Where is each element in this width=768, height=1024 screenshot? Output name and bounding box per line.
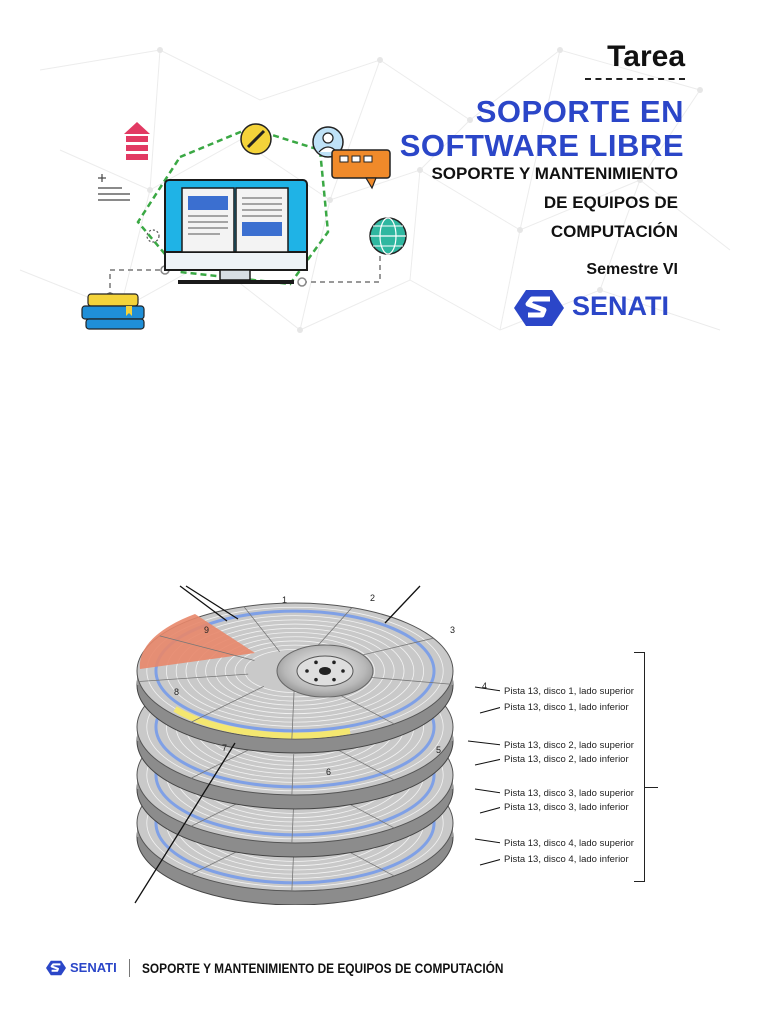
senati-logo-icon [46,960,66,976]
sector-number: 6 [326,767,331,777]
sector-number: 1 [282,595,287,605]
track-label: Pista 13, disco 2, lado superior [504,740,634,751]
bracket-tick [644,787,658,788]
track-label: Pista 13, disco 3, lado inferior [504,802,629,813]
globe-icon [369,217,407,255]
subtitle-line2: DE EQUIPOS DE [543,193,678,212]
track-label: Pista 13, disco 1, lado superior [504,686,634,697]
pencil-icon [240,123,272,155]
label-leader-line [474,788,500,794]
sector-pointer-line [185,585,239,620]
semester-label: Semestre VI [586,261,678,278]
track-label: Pista 13, disco 1, lado inferior [504,702,629,713]
subtitle-line1: SOPORTE Y MANTENIMIENTO [431,164,678,183]
subtitle-line3: COMPUTACIÓN [550,222,678,241]
upload-arrow-icon [124,122,150,160]
label-leader-line [479,707,500,714]
track-pointer-line [384,585,421,624]
tarea-label: Tarea [607,40,685,73]
track-label: Pista 13, disco 4, lado superior [504,838,634,849]
sector-pointer-line [179,585,228,622]
label-leader-line [474,686,500,692]
page-footer: SENATI SOPORTE Y MANTENIMIENTO DE EQUIPO… [46,957,746,981]
title-line2: SOFTWARE LIBRE [399,128,684,163]
disk-stack-diagram: 1 2 3 4 5 6 7 8 9 [134,585,500,905]
senati-logo-icon [514,290,564,326]
books-stack-icon [81,293,145,330]
sector-highlight [139,614,255,669]
sector-number: 8 [174,687,179,697]
track-label: Pista 13, disco 3, lado superior [504,788,634,799]
label-leader-line [467,740,500,746]
label-leader-line [479,807,500,814]
platter: 1 2 3 4 5 6 7 8 9 [136,593,487,777]
sector-number: 4 [482,681,487,691]
book-icon [181,187,289,253]
cluster-highlight [173,706,351,739]
footer-text: SOPORTE Y MANTENIMIENTO DE EQUIPOS DE CO… [142,961,504,976]
labels-bracket [634,652,645,882]
illustration [81,122,407,330]
label-leader-line [479,859,500,866]
sector-number: 5 [436,745,441,755]
senati-logo: SENATI [514,290,684,326]
track-label: Pista 13, disco 4, lado inferior [504,854,629,865]
track-label: Pista 13, disco 2, lado inferior [504,754,629,765]
sector-number: 7 [222,743,227,753]
sector-number: 2 [370,593,375,603]
cluster-pointer-line [134,742,236,904]
footer-separator [129,959,130,977]
text-lines-icon [98,174,130,201]
sector-number: 9 [204,625,209,635]
title-line1: SOPORTE EN [475,94,684,129]
footer-logo-text: SENATI [70,960,117,975]
chat-icon [331,149,391,190]
label-leader-line [474,758,500,766]
senati-logo-text: SENATI [572,291,670,321]
sector-number: 3 [450,625,455,635]
tarea-underline [585,78,685,80]
label-leader-line [474,838,500,844]
